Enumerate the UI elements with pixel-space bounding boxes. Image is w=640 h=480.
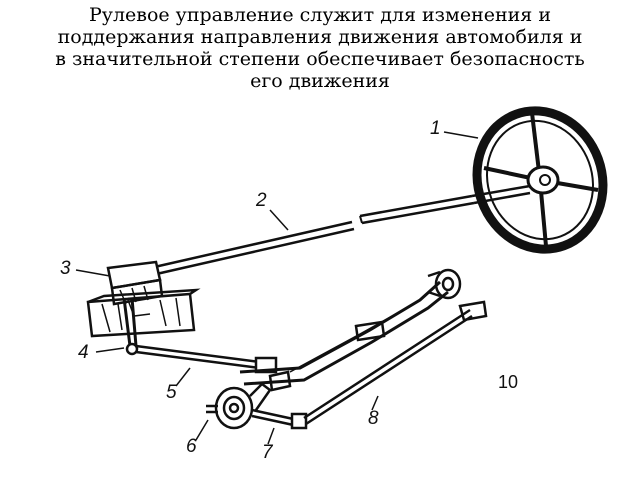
steering-gear bbox=[106, 260, 164, 306]
tie-rod bbox=[303, 300, 488, 426]
steering-column bbox=[149, 184, 531, 277]
part-label-3: 3 bbox=[60, 258, 71, 279]
frame-bracket bbox=[86, 288, 201, 338]
front-axle-beam bbox=[239, 280, 449, 392]
drag-link bbox=[135, 344, 278, 374]
title-line-2: поддержания направления движения автомоб… bbox=[57, 26, 583, 48]
part-label-7: 7 bbox=[262, 442, 274, 463]
left-wheel-hub bbox=[206, 382, 272, 430]
title-line-3: в значительной степени обеспечивает безо… bbox=[55, 48, 585, 70]
part-label-2: 2 bbox=[255, 190, 267, 211]
knuckle-arm bbox=[251, 408, 308, 430]
title-line-4: его движения bbox=[250, 70, 390, 92]
right-wheel-hub bbox=[427, 268, 462, 300]
part-label-1: 1 bbox=[430, 118, 441, 139]
leader-lines bbox=[75, 131, 479, 445]
part-label-4: 4 bbox=[78, 342, 89, 363]
steering-wheel bbox=[472, 106, 608, 254]
title-line-1: Рулевое управление служит для изменения … bbox=[88, 4, 551, 26]
part-label-6: 6 bbox=[186, 436, 197, 457]
figure-number: 10 bbox=[498, 372, 518, 392]
part-label-5: 5 bbox=[166, 382, 177, 403]
part-label-8: 8 bbox=[368, 408, 379, 429]
pitman-arm bbox=[122, 297, 139, 356]
slide-title: Рулевое управление служит для изменения … bbox=[0, 4, 640, 92]
